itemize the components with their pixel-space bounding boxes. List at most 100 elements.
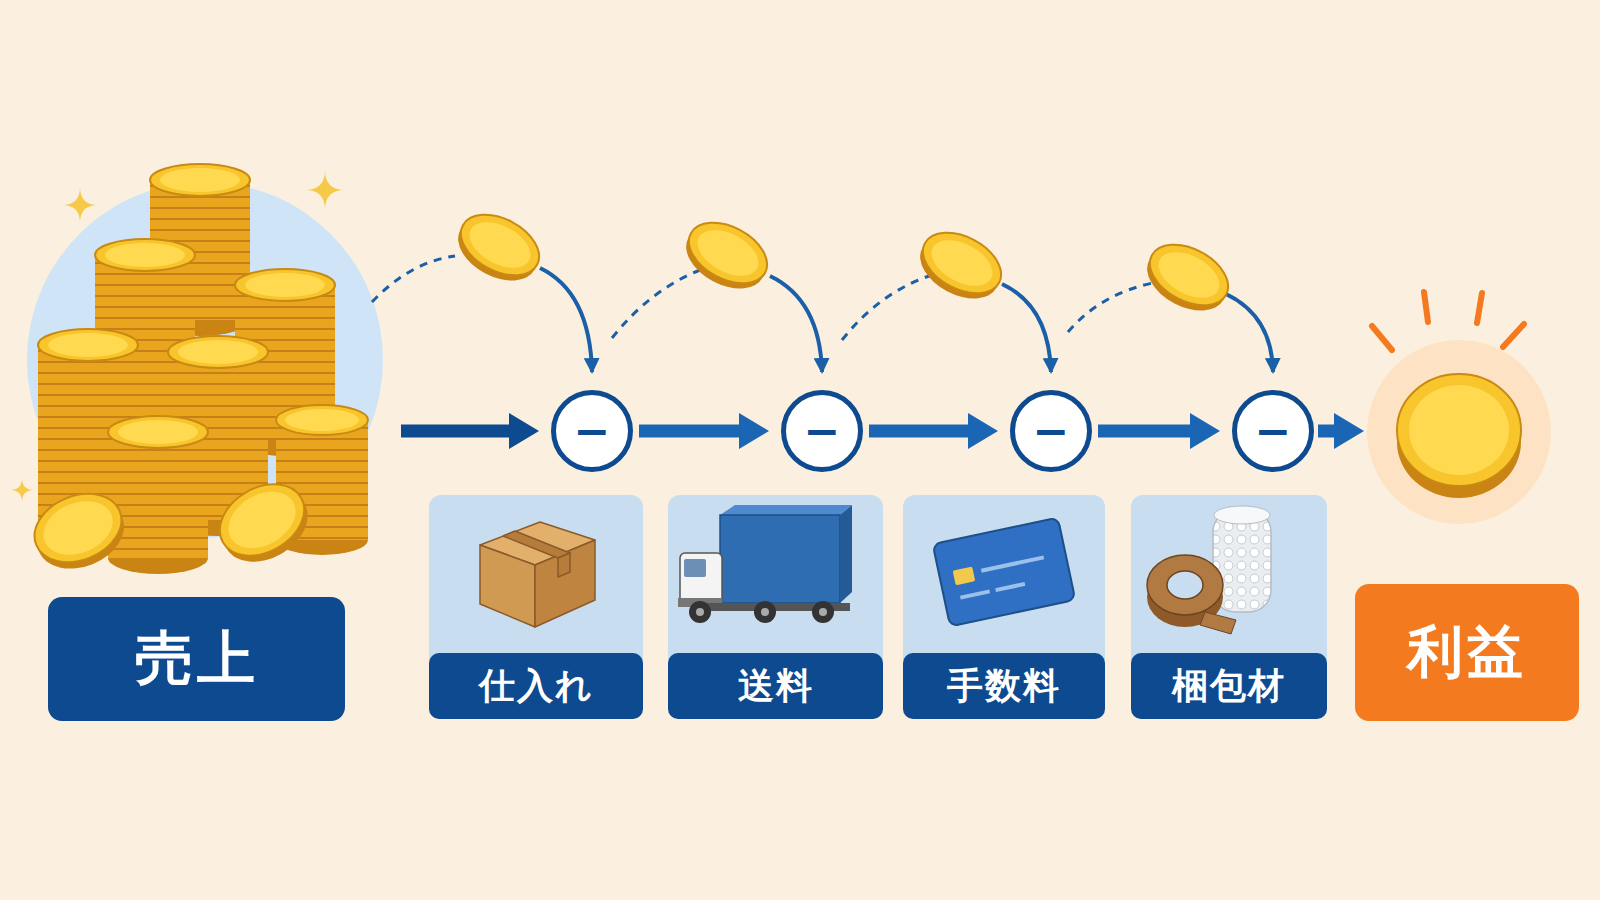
- cost-item-label: 梱包材: [1131, 653, 1327, 719]
- coin-pile: [10, 164, 383, 581]
- item-card: [668, 495, 883, 719]
- truck-icon: [754, 601, 776, 623]
- item-card: [1131, 495, 1327, 719]
- credit-card-icon: [933, 518, 1076, 627]
- profit-coin: [1367, 292, 1551, 524]
- flow-arrow: [1318, 425, 1334, 438]
- item-card: [903, 495, 1105, 719]
- cost-item-label: 手数料: [903, 653, 1105, 719]
- credit-card-icon: [981, 555, 1044, 572]
- flow-arrow: [401, 425, 509, 438]
- flow-arrow: [1098, 425, 1190, 438]
- dashed-path: [372, 256, 455, 302]
- item-card: [429, 495, 643, 719]
- dashed-path: [612, 270, 700, 338]
- tape-icon: [1147, 555, 1223, 615]
- minus-circle: −: [781, 390, 863, 472]
- cost-label: 送料: [738, 662, 814, 711]
- profit-coin: [1372, 326, 1392, 350]
- coin-stack: [95, 239, 195, 271]
- credit-card-icon: [960, 589, 990, 599]
- flying-coin: [910, 220, 1011, 311]
- deduction-coins: [372, 202, 1273, 372]
- flying-coin: [448, 202, 549, 293]
- tape-icon: [1147, 555, 1236, 634]
- flying-coin: [690, 221, 766, 286]
- coin-stack: [118, 420, 198, 444]
- credit-card-icon: [933, 518, 1076, 627]
- connector-layer: [401, 431, 1334, 432]
- profit-coin: [1424, 292, 1428, 322]
- flying-coin: [462, 213, 538, 278]
- profit-label: 利益: [1355, 584, 1579, 721]
- flying-coin: [924, 231, 1000, 296]
- cost-label: 梱包材: [1172, 662, 1286, 711]
- cardboard-box-icon: [558, 553, 570, 577]
- cardboard-box-icon: [503, 531, 570, 558]
- drop-arrow: [770, 276, 822, 372]
- revenue-label: 売上: [48, 597, 345, 721]
- truck-icon: [720, 505, 852, 515]
- flow-arrow: [869, 425, 968, 438]
- flow-arrow: [639, 425, 739, 438]
- truck-icon: [689, 601, 711, 623]
- flying-coin: [679, 210, 778, 295]
- profit-coin: [1409, 385, 1509, 475]
- coin-stack: [38, 329, 138, 361]
- drop-arrow: [540, 268, 592, 372]
- minus-sign: −: [1255, 409, 1292, 453]
- coin-stack: [168, 336, 268, 368]
- revenue-node: 売上: [40, 160, 395, 721]
- truck-icon: [720, 515, 840, 603]
- profit-coin: [1397, 374, 1521, 486]
- truck-icon: [680, 553, 722, 605]
- item-card: [429, 495, 643, 719]
- loose-coin: [35, 491, 120, 564]
- cost-label: 手数料: [947, 662, 1061, 711]
- tape-icon: [1167, 571, 1203, 599]
- loose-coin: [207, 470, 320, 576]
- coin-stack: [48, 333, 128, 357]
- sparkle: [62, 187, 98, 223]
- loose-coin: [218, 480, 305, 559]
- item-card: [1131, 495, 1327, 719]
- drop-arrow: [1226, 294, 1273, 372]
- coin-stack: [105, 243, 185, 267]
- minus-sign: −: [1033, 409, 1070, 453]
- cardboard-box-icon: [480, 522, 595, 627]
- minus-sign: −: [804, 409, 841, 453]
- coin-stack: [276, 405, 368, 435]
- item-card: [903, 495, 1105, 719]
- coin-stack: [178, 340, 258, 364]
- coin-stack: [150, 164, 250, 196]
- loose-coin: [24, 481, 134, 581]
- minus-circle: −: [1010, 390, 1092, 472]
- profit-coin: [1503, 324, 1524, 347]
- item-card: [668, 495, 883, 719]
- coin-stack: [285, 409, 359, 431]
- profit-node: 利益: [1368, 330, 1583, 721]
- credit-card-icon: [995, 582, 1025, 592]
- truck-icon: [812, 601, 834, 623]
- coin-stack: [245, 273, 325, 297]
- coin-stack: [108, 416, 208, 448]
- cardboard-box-icon: [480, 545, 535, 627]
- truck-icon: [819, 608, 827, 616]
- bubble-wrap-icon: [1214, 506, 1270, 524]
- coin-stack: [108, 432, 208, 558]
- cost-item-label: 仕入れ: [429, 653, 643, 719]
- profit-coin: [1477, 293, 1482, 323]
- truck-icon: [684, 559, 706, 577]
- cost-label: 仕入れ: [479, 662, 594, 711]
- loose-coin: [207, 470, 317, 570]
- minus-sign: −: [574, 409, 611, 453]
- sparkle: [10, 478, 34, 502]
- truck-icon: [696, 608, 704, 616]
- dashed-path: [1068, 282, 1158, 332]
- profit-coin: [1367, 340, 1551, 524]
- drop-arrow: [1002, 284, 1051, 372]
- flying-coin: [1140, 232, 1239, 317]
- loose-coin: [24, 481, 131, 574]
